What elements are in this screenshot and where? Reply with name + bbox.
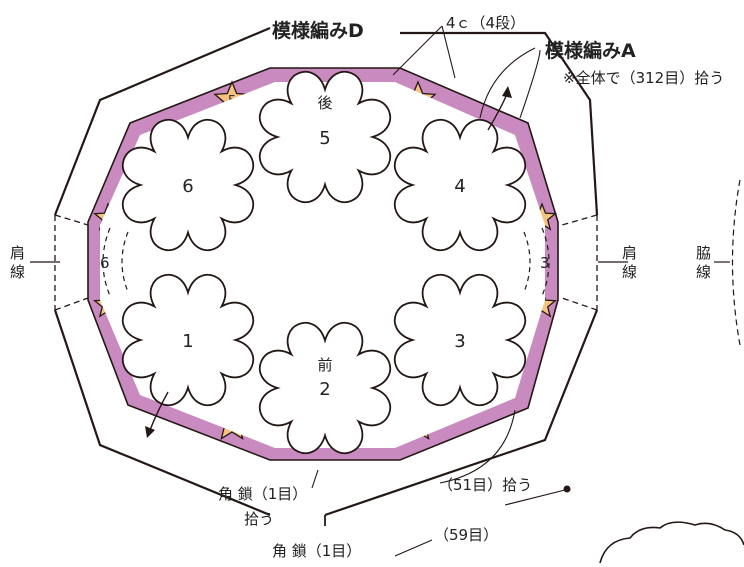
arrow-top-right <box>487 86 512 131</box>
back-label: 後 <box>317 94 332 112</box>
outer-border-bottom-right <box>324 309 599 517</box>
motif-number: 6 <box>182 176 193 197</box>
outer-border-top <box>53 26 271 216</box>
motif-number: 1 <box>182 331 193 352</box>
label-four-c: 4ｃ（4段） <box>446 14 525 32</box>
label-59: （59目） <box>434 526 498 544</box>
flower-motif <box>258 321 392 455</box>
motif-number: 5 <box>319 128 330 149</box>
flower-motif <box>121 273 255 407</box>
motif-number: 3 <box>454 331 465 352</box>
shoulder-label-right-1: 肩 <box>622 244 637 262</box>
motif-number: 2 <box>319 379 330 400</box>
shoulder-number-6: 6 <box>100 254 110 272</box>
outer-border-bottom <box>53 309 271 517</box>
shoulder-dashes <box>54 214 598 311</box>
side-label-1: 脇 <box>696 244 711 262</box>
flower-motif <box>393 118 527 252</box>
side-label-2: 線 <box>696 263 711 281</box>
label-pattern-d: 模様編みD <box>272 19 364 42</box>
leader-lines <box>311 25 566 557</box>
flower-motif <box>393 273 527 407</box>
partial-flower-corner <box>599 521 744 564</box>
flower-motifs: 1 2 3 4 5 6 後前 <box>121 70 527 455</box>
label-pickup-total: ※全体で（312目）拾う <box>563 69 724 87</box>
label-corner-chain-1: 角 鎖（1目） <box>218 485 307 503</box>
inner-arcs <box>102 227 550 297</box>
bottom-corner-marker <box>324 485 571 526</box>
shoulder-number-3: 3 <box>540 254 550 272</box>
side-dashes <box>731 179 741 346</box>
outer-border-top-right <box>400 31 599 216</box>
flower-motif <box>258 70 392 204</box>
label-corner-chain-2: 角 鎖（1目） <box>272 542 361 560</box>
shoulder-label-right-2: 線 <box>622 263 637 281</box>
front-label: 前 <box>317 356 332 374</box>
label-pick: 拾う <box>244 510 274 528</box>
arrow-bottom-left <box>145 391 169 438</box>
motif-number: 4 <box>454 176 465 197</box>
shoulder-label-left-1: 肩 <box>10 244 25 262</box>
shoulder-label-left-2: 線 <box>10 263 25 281</box>
label-pattern-a: 模様編みA <box>545 39 636 62</box>
label-pick-51: （51目）拾う <box>438 476 532 494</box>
flower-motif <box>121 118 255 252</box>
